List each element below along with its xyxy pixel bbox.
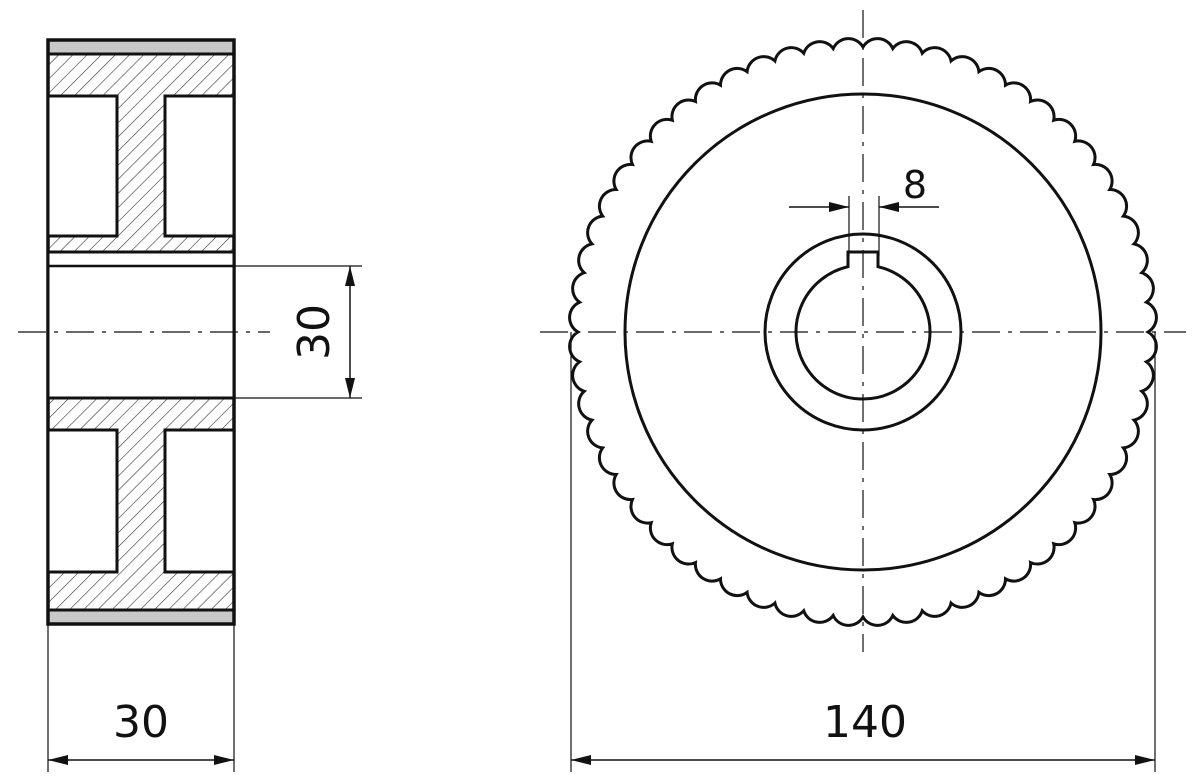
bore-with-keyway bbox=[794, 250, 932, 401]
side-section-view bbox=[18, 38, 270, 626]
outer-diameter-dimension: 140 bbox=[570, 332, 1156, 772]
top-rim-band bbox=[46, 38, 236, 56]
bottom-rim-band bbox=[46, 608, 236, 626]
bore-diameter-label: 30 bbox=[289, 304, 340, 360]
front-view bbox=[540, 10, 1186, 652]
section-hatching bbox=[48, 54, 234, 610]
web-pockets bbox=[46, 94, 236, 574]
bore-diameter-dimension: 30 bbox=[234, 265, 362, 399]
gear-teeth-outline bbox=[568, 37, 1158, 627]
keyway-width-label: 8 bbox=[903, 163, 927, 207]
bore-section bbox=[46, 250, 236, 400]
keyway-width-dimension: 8 bbox=[789, 163, 939, 256]
outer-diameter-label: 140 bbox=[823, 697, 907, 748]
side-width-dimension: 30 bbox=[47, 624, 235, 772]
side-width-label: 30 bbox=[113, 697, 169, 748]
